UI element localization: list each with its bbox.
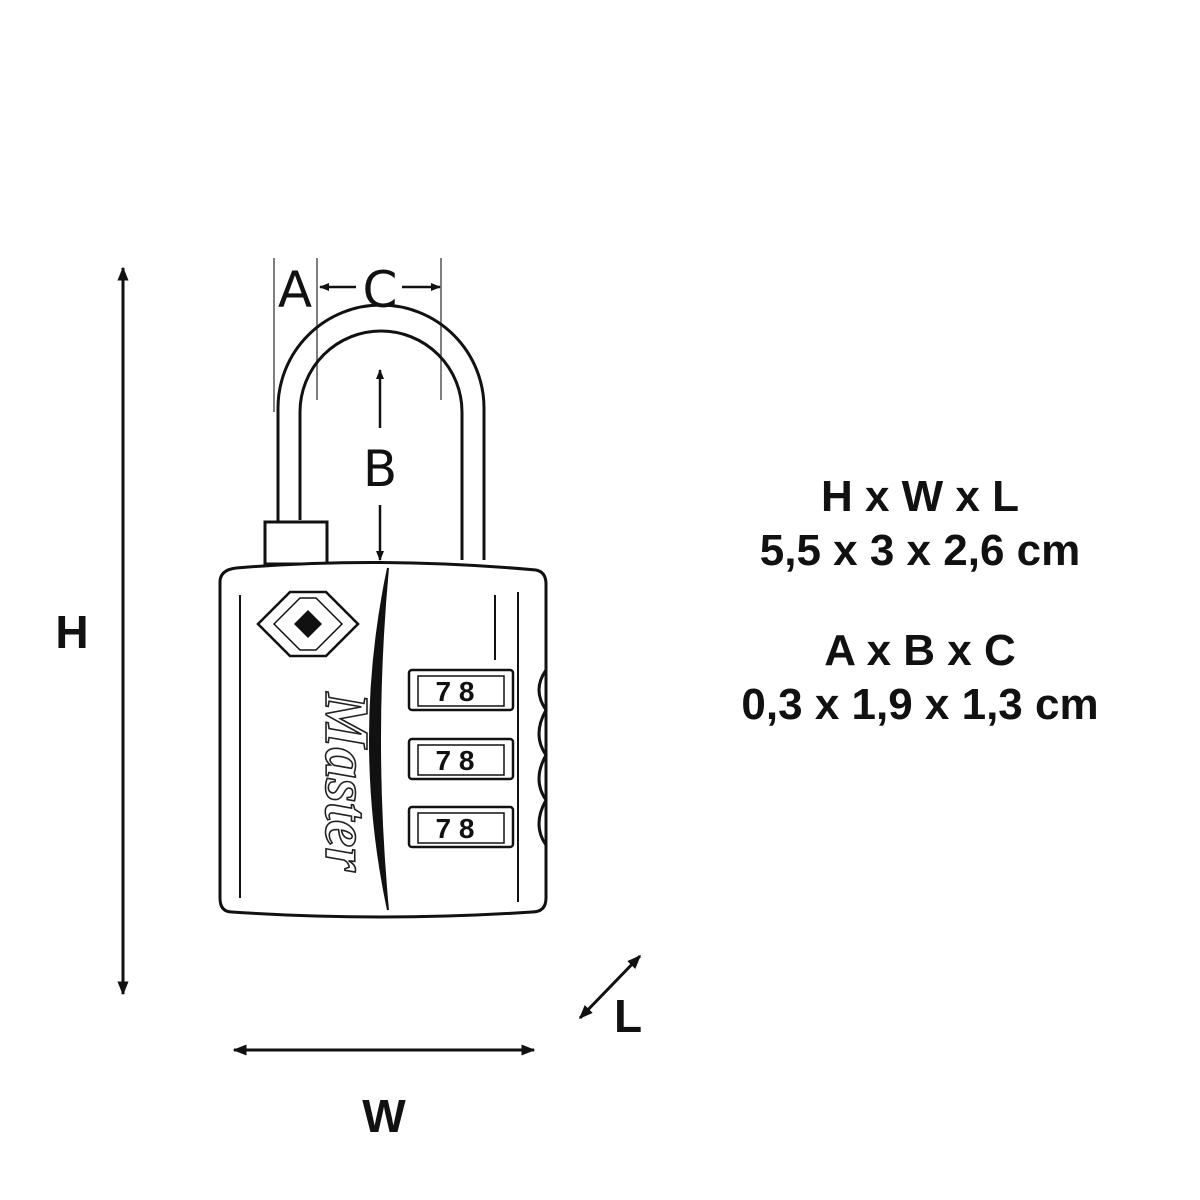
- combination-wheel-2[interactable]: 7 8: [407, 737, 515, 781]
- shackle: [276, 303, 486, 560]
- shackle-dimensions-header: A x B x C: [824, 626, 1016, 675]
- tsa-diamond-icon: [256, 590, 360, 658]
- dimensions-specs: H x W x L 5,5 x 3 x 2,6 cm A x B x C 0,3…: [660, 470, 1180, 732]
- combination-wheel-digits: 7 8: [436, 813, 475, 844]
- height-label: H: [55, 606, 88, 658]
- shackle-width-label: C: [363, 261, 398, 319]
- length-label: L: [614, 990, 642, 1042]
- combination-wheel-1[interactable]: 7 8: [407, 668, 515, 712]
- combination-wheel-digits: 7 8: [436, 676, 475, 707]
- body-center-groove: [369, 567, 389, 911]
- shackle-collar: [263, 520, 329, 566]
- combination-wheel-digits: 7 8: [436, 745, 475, 776]
- shackle-diameter-label: A: [278, 261, 312, 319]
- specs-spacer: [660, 578, 1180, 624]
- shackle-clearance-label: B: [363, 440, 397, 498]
- brand-logo-text: Master: [312, 691, 380, 872]
- body-dimensions-values: 5,5 x 3 x 2,6 cm: [759, 526, 1081, 575]
- length-dimension-arrow: [578, 954, 642, 1020]
- body-dimensions-header: H x W x L: [820, 472, 1020, 521]
- shackle-dimensions-values: 0,3 x 1,9 x 1,3 cm: [741, 680, 1099, 729]
- body-grip-ridges: [537, 669, 548, 846]
- width-label: W: [362, 1090, 406, 1142]
- shackle-inner-edge: [298, 329, 464, 560]
- combination-wheel-3[interactable]: 7 8: [407, 805, 515, 849]
